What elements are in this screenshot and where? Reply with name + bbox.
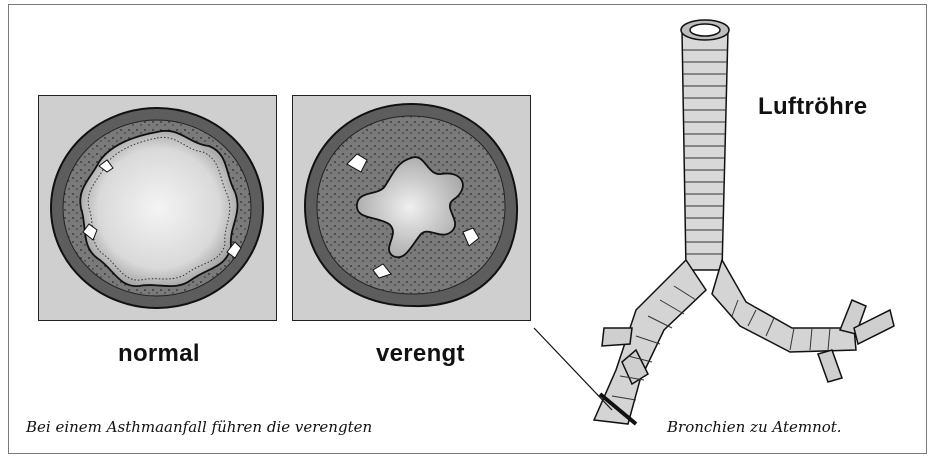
- caption-right: Bronchien zu Atemnot.: [667, 418, 842, 436]
- caption-left: Bei einem Asthmaanfall führen die vereng…: [26, 418, 372, 436]
- normal-bronchus-panel: [38, 95, 277, 321]
- narrowed-label: verengt: [376, 340, 465, 368]
- normal-label: normal: [118, 340, 200, 368]
- trachea-illustration: [520, 10, 920, 450]
- narrowed-bronchus-panel: [292, 95, 531, 321]
- narrowed-bronchus-illustration: [293, 96, 529, 319]
- normal-bronchus-illustration: [39, 96, 275, 319]
